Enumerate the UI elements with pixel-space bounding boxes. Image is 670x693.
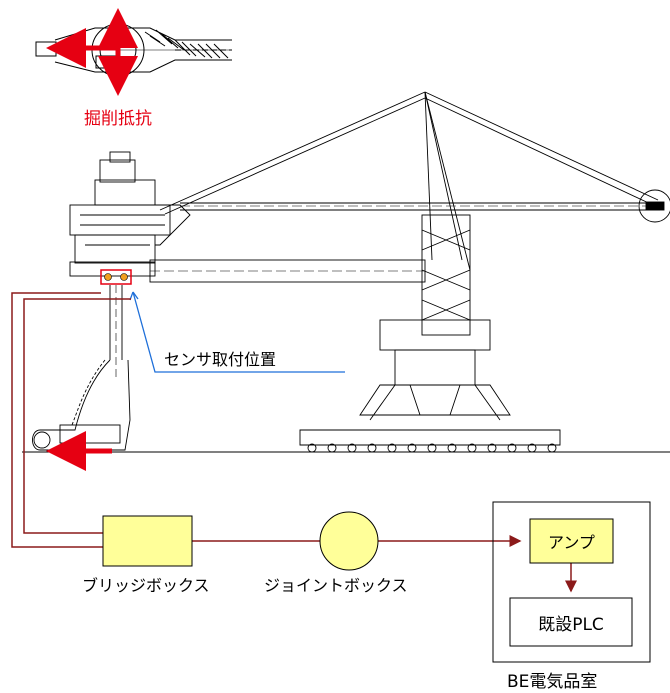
- existing-plc-label: 既設PLC: [510, 598, 632, 646]
- digging-resistance-label: 掘削抵抗: [84, 104, 152, 129]
- reclaimer-structure: [33, 92, 670, 452]
- sensor-marks: [101, 270, 131, 284]
- signal-wiring: [12, 293, 571, 591]
- bridge-box-label: ブリッジボックス: [82, 572, 210, 596]
- bridge-box-shape: [103, 516, 192, 566]
- electrical-room-label: BE電気品室: [507, 667, 597, 692]
- joint-box-label: ジョイントボックス: [264, 572, 408, 596]
- joint-box-shape: [320, 512, 378, 570]
- sensor-position-label: センサ取付位置: [164, 346, 276, 370]
- amplifier-label: アンプ: [530, 519, 613, 563]
